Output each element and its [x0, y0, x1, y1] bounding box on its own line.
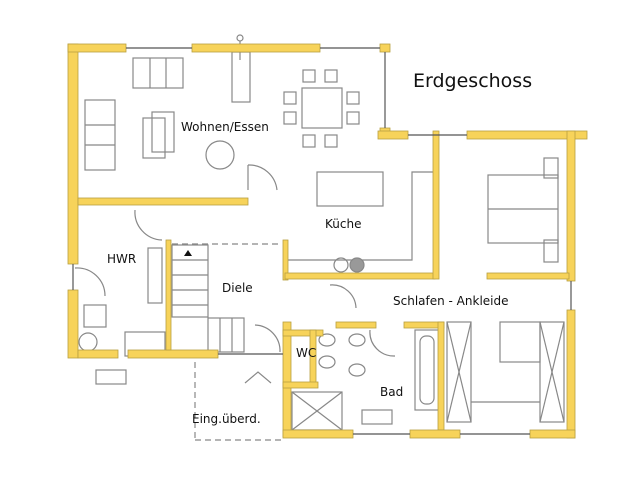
dining-table	[301, 87, 343, 129]
armchair	[142, 117, 166, 159]
room-label-wohnen-essen: Wohnen/Essen	[181, 120, 269, 134]
room-label-schlafen-ankleide: Schlafen - Ankleide	[393, 294, 509, 308]
bathtub	[414, 329, 440, 411]
staircase	[171, 244, 245, 353]
room-label-bad: Bad	[380, 385, 404, 399]
room-label-eingang-ueberdacht: Eing.überd.	[192, 412, 261, 426]
room-label-kueche: Küche	[325, 217, 362, 231]
round-table	[205, 140, 235, 170]
sofa-left	[84, 99, 116, 171]
room-label-hwr: HWR	[107, 252, 137, 266]
kitchen-island	[316, 171, 384, 207]
sideboard	[231, 51, 251, 103]
sofa-top	[132, 57, 184, 89]
walls	[67, 43, 588, 439]
room-label-wc: WC	[296, 346, 317, 360]
floor-title: Erdgeschoss	[413, 70, 533, 92]
room-label-diele: Diele	[222, 281, 253, 295]
